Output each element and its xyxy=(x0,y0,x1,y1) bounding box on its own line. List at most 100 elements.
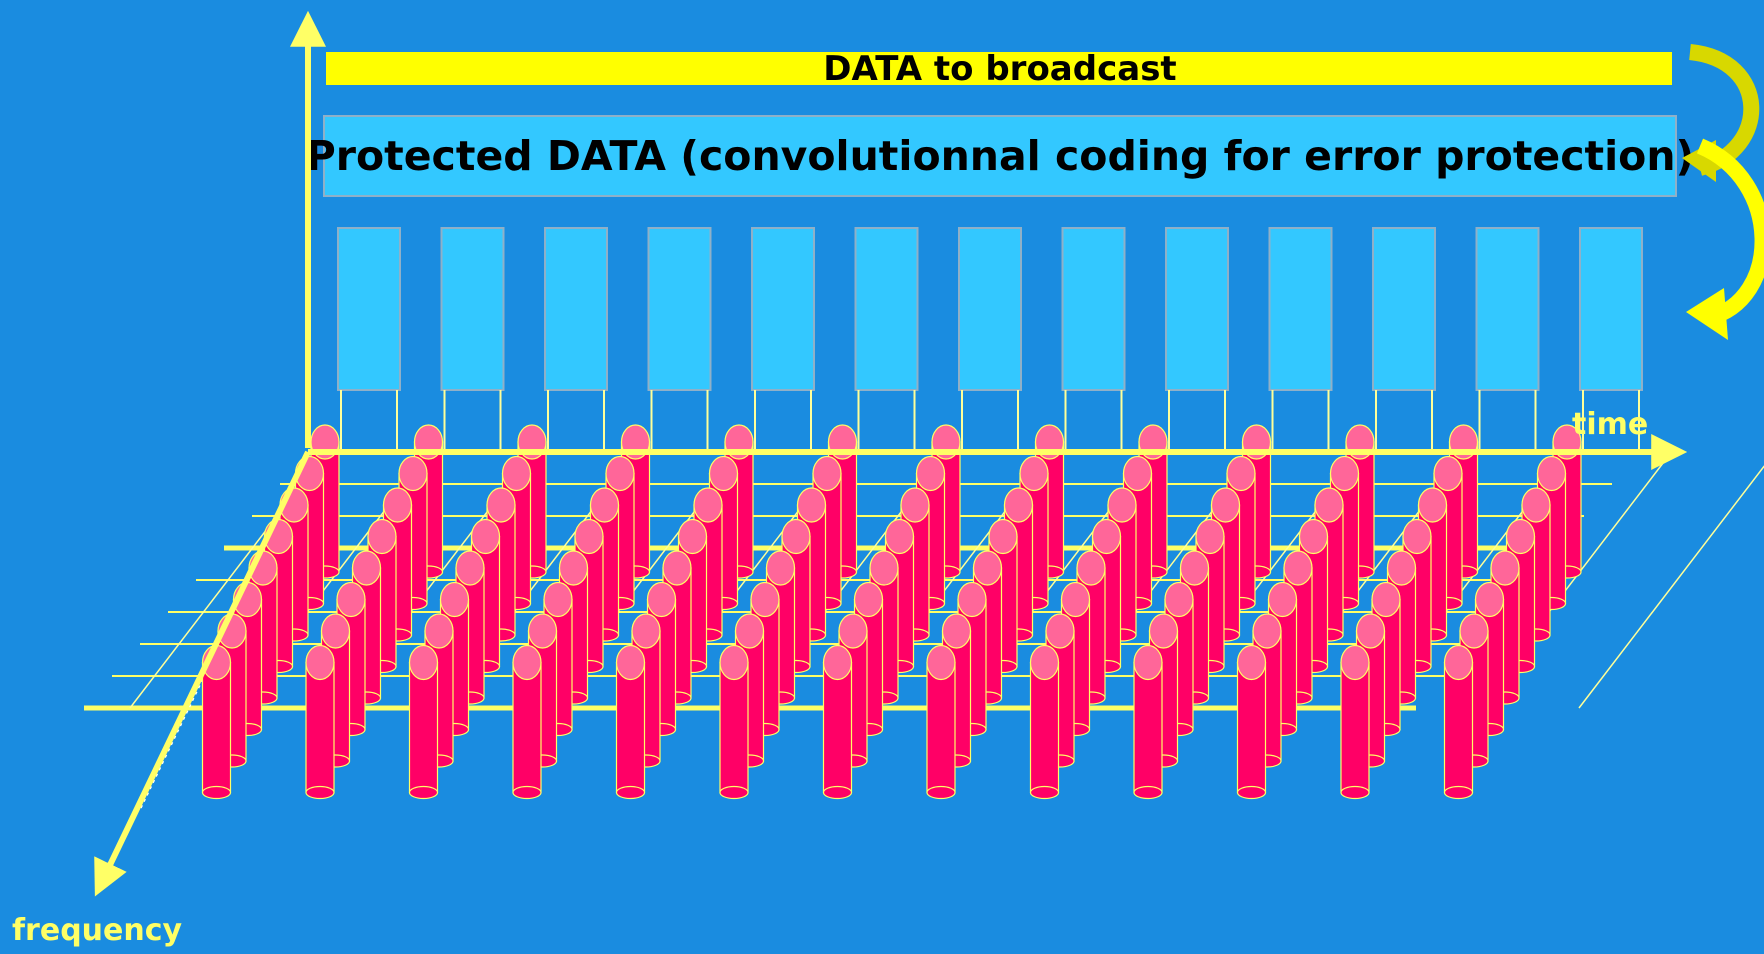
cylinder-base xyxy=(1133,785,1163,800)
cylinder-top xyxy=(382,487,413,523)
cylinder-top xyxy=(631,613,661,649)
cylinder-top xyxy=(1107,487,1137,523)
cylinder-top xyxy=(750,581,780,618)
cylinder-top xyxy=(1521,487,1551,523)
cylinder-top xyxy=(1252,613,1282,649)
cylinder-top xyxy=(1210,487,1241,523)
cylinder-top xyxy=(486,487,516,523)
cylinder-top xyxy=(646,581,677,618)
segment-block xyxy=(1268,227,1333,391)
cylinder-top xyxy=(1505,518,1536,555)
cylinder-top xyxy=(884,518,915,555)
segment-block xyxy=(440,227,505,391)
cylinder-top xyxy=(589,487,620,523)
cylinder-top xyxy=(781,518,811,555)
cylinder-top xyxy=(1340,644,1370,681)
cylinder-body xyxy=(305,661,335,794)
cylinder-top xyxy=(957,581,987,618)
cylinder-body xyxy=(615,661,646,794)
cylinder-top xyxy=(543,581,573,618)
segment-block xyxy=(647,227,712,391)
cylinder-top xyxy=(926,644,956,681)
cylinder-body xyxy=(1133,661,1163,794)
cylinder-top xyxy=(501,455,532,492)
cylinder-top xyxy=(1371,581,1401,618)
cylinder-top xyxy=(351,550,382,586)
cylinder-top xyxy=(734,613,765,649)
cylinder-top xyxy=(336,581,366,618)
frequency-axis-label: frequency xyxy=(12,913,183,948)
cylinder-top xyxy=(972,550,1003,586)
cylinder-base xyxy=(615,785,646,800)
protected-data-label: Protected DATA (convolutionnal coding fo… xyxy=(306,132,1695,180)
cylinder-top xyxy=(1329,455,1360,492)
cylinder-top xyxy=(915,455,946,492)
carrier-cylinder xyxy=(1340,644,1370,800)
segment-block xyxy=(1475,227,1540,391)
cylinder-body xyxy=(1443,661,1474,794)
cylinder-top xyxy=(1179,550,1210,586)
cylinder-top xyxy=(1433,455,1463,492)
cylinder-top xyxy=(615,644,646,681)
cylinder-top xyxy=(605,455,635,492)
segment-block xyxy=(751,227,815,391)
cylinder-top xyxy=(1402,518,1432,555)
carrier-cylinder xyxy=(615,644,646,800)
cylinder-top xyxy=(838,613,868,649)
cylinder-top xyxy=(1490,550,1520,586)
carrier-cylinder xyxy=(201,644,232,800)
cylinder-base xyxy=(719,785,749,800)
cylinder-top xyxy=(765,550,796,586)
cylinder-top xyxy=(1003,487,1034,523)
cylinder-top xyxy=(1474,581,1505,618)
carrier-cylinder xyxy=(822,644,853,800)
cylinder-top xyxy=(1029,644,1060,681)
cylinder-top xyxy=(320,613,351,649)
segment-block xyxy=(854,227,919,391)
cylinder-top xyxy=(1386,550,1417,586)
cylinder-top xyxy=(455,550,485,586)
cylinder-top xyxy=(822,644,853,681)
cylinder-top xyxy=(1536,455,1567,492)
carrier-cylinder xyxy=(305,644,335,800)
cylinder-top xyxy=(1148,613,1179,649)
cylinder-body xyxy=(926,661,956,794)
cylinder-base xyxy=(1443,785,1474,800)
cylinder-top xyxy=(1298,518,1329,555)
cylinder-base xyxy=(1029,785,1060,800)
cylinder-base xyxy=(926,785,956,800)
segment-block xyxy=(1579,227,1643,391)
carrier-cylinder xyxy=(1091,518,1122,674)
cylinder-top xyxy=(812,455,842,492)
cylinder-top xyxy=(1314,487,1344,523)
cylinder-top xyxy=(1091,518,1122,555)
cylinder-top xyxy=(1164,581,1194,618)
cylinder-top xyxy=(1355,613,1386,649)
cylinder-top xyxy=(869,550,899,586)
cylinder-top xyxy=(1195,518,1225,555)
cylinder-top xyxy=(1133,644,1163,681)
cylinder-top xyxy=(1459,613,1489,649)
carrier-cylinder xyxy=(1122,455,1153,611)
cylinder-top xyxy=(558,550,589,586)
cylinder-top xyxy=(424,613,454,649)
cylinder-base xyxy=(408,785,439,800)
time-axis-label: time xyxy=(1572,407,1648,442)
cylinder-top xyxy=(305,644,335,681)
cylinder-top xyxy=(574,518,604,555)
cylinder-base xyxy=(201,785,232,800)
carrier-cylinder xyxy=(1236,644,1267,800)
cylinder-body xyxy=(822,661,853,794)
cylinder-top xyxy=(1283,550,1313,586)
carrier-cylinder xyxy=(926,644,956,800)
cylinder-top xyxy=(796,487,827,523)
cylinder-top xyxy=(662,550,692,586)
cylinder-body xyxy=(512,661,542,794)
carrier-cylinder xyxy=(1133,644,1163,800)
cylinder-base xyxy=(512,785,542,800)
cylinder-top xyxy=(398,455,428,492)
carrier-cylinder xyxy=(408,644,439,800)
segment-blocks xyxy=(337,227,1643,452)
cylinder-top xyxy=(512,644,542,681)
